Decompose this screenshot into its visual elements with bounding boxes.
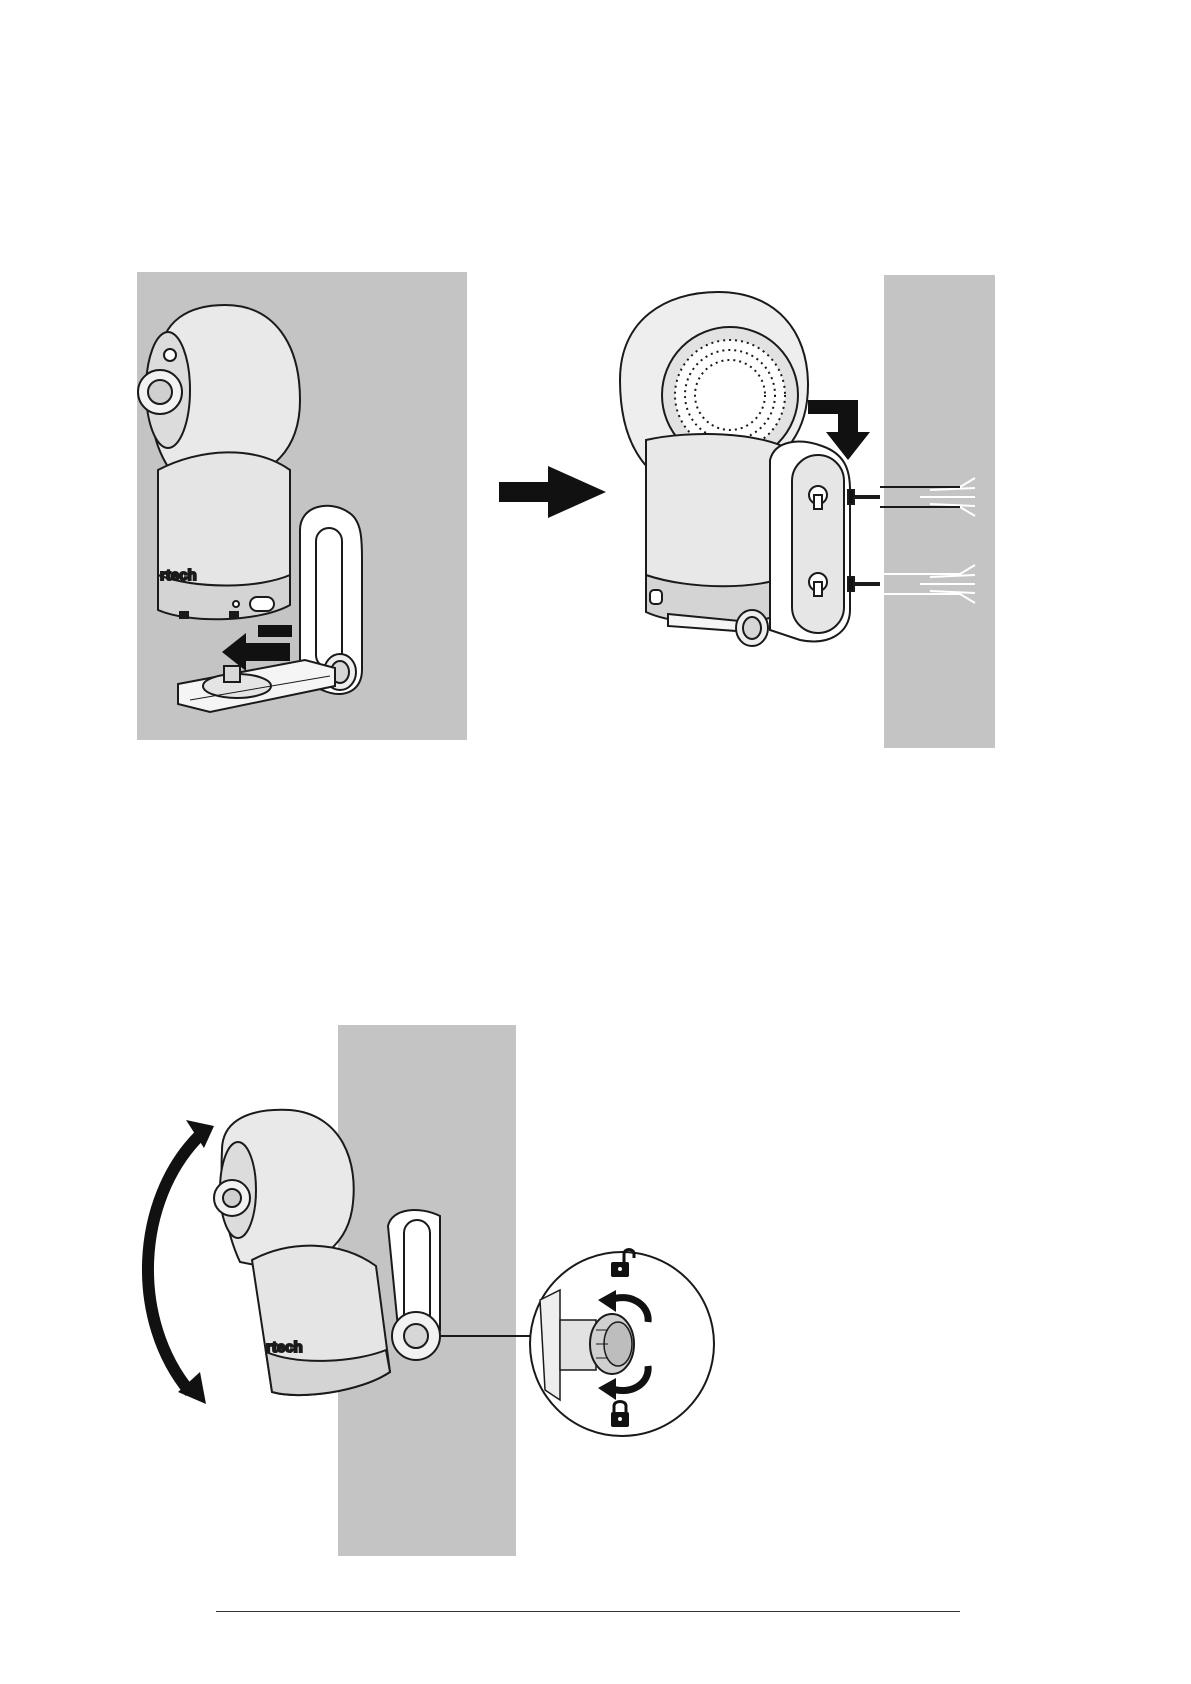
figure-adjust-tilt: rtech <box>148 1025 714 1556</box>
knob-detail-callout <box>530 1250 714 1437</box>
right-arrow-icon <box>499 466 606 518</box>
curved-double-arrow-icon <box>148 1120 214 1404</box>
mount-bracket-right <box>770 442 850 642</box>
figure-attach-base: rtech <box>137 272 467 740</box>
brand-label-tilted: rtech <box>266 1339 303 1356</box>
wall-panel-right <box>884 275 995 748</box>
figure-hang-on-wall <box>620 275 995 748</box>
footer-rule <box>216 1611 960 1612</box>
brand-label: rtech <box>160 567 197 584</box>
